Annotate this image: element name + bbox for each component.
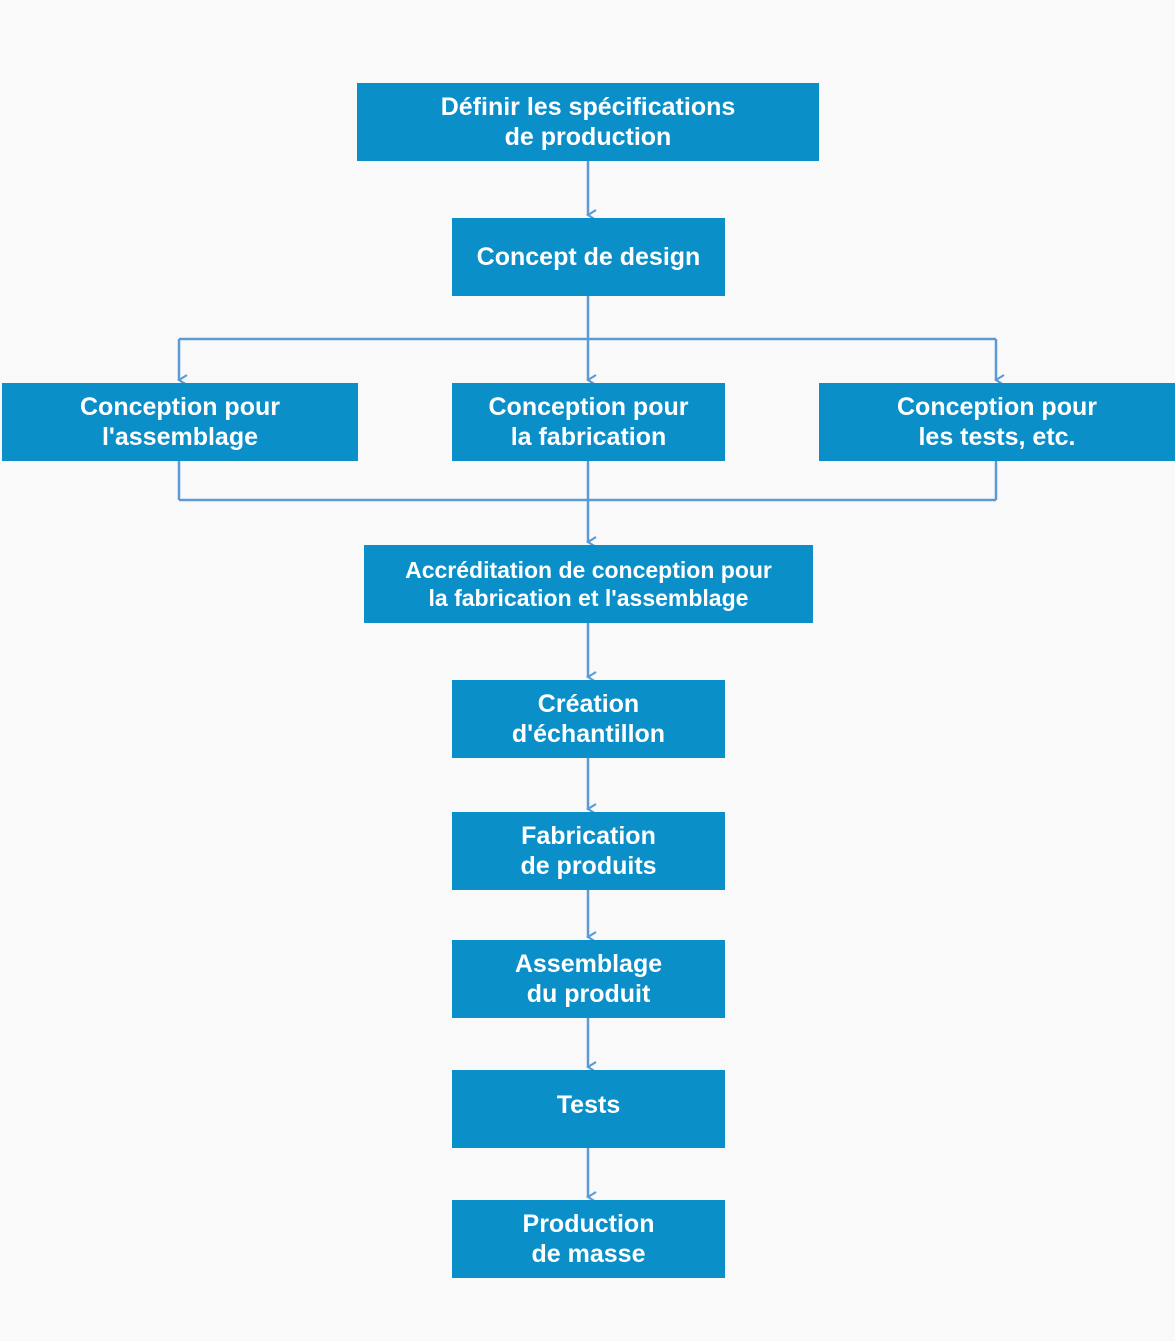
node-accreditation-line1: Accréditation de conception pour	[405, 557, 772, 583]
node-define-specs-line1: Définir les spécifications	[440, 93, 736, 121]
node-product-assembly-line2: du produit	[526, 980, 651, 1008]
node-product-assembly: Assemblage du produit	[452, 940, 725, 1018]
node-design-assembly-line1: Conception pour	[80, 393, 280, 421]
node-product-assembly-line1: Assemblage	[514, 950, 663, 978]
node-tests-label: Tests	[556, 1091, 621, 1119]
node-sample-creation: Création d'échantillon	[452, 680, 725, 758]
node-accreditation-line2: la fabrication et l'assemblage	[428, 585, 749, 611]
node-design-manufacturing: Conception pour la fabrication	[452, 383, 725, 461]
node-product-manufacturing: Fabrication de produits	[452, 812, 725, 890]
node-mass-production-line2: de masse	[531, 1240, 646, 1268]
node-design-tests-line2: les tests, etc.	[918, 423, 1076, 451]
node-mass-production-line1: Production	[522, 1210, 655, 1238]
node-design-manufacturing-line1: Conception pour	[488, 393, 689, 421]
node-accreditation: Accréditation de conception pour la fabr…	[364, 545, 813, 623]
node-design-tests-line1: Conception pour	[897, 393, 1097, 421]
node-sample-creation-line1: Création	[537, 690, 640, 718]
node-define-specs-line2: de production	[504, 123, 672, 151]
node-product-manufacturing-line2: de produits	[520, 852, 657, 880]
node-sample-creation-line2: d'échantillon	[511, 720, 666, 748]
node-design-concept-label: Concept de design	[476, 243, 701, 271]
node-design-tests: Conception pour les tests, etc.	[819, 383, 1175, 461]
node-design-manufacturing-line2: la fabrication	[510, 423, 667, 451]
node-design-assembly-line2: l'assemblage	[101, 423, 258, 451]
node-tests: Tests	[452, 1070, 725, 1148]
node-mass-production: Production de masse	[452, 1200, 725, 1278]
node-product-manufacturing-line1: Fabrication	[521, 822, 656, 850]
node-design-assembly: Conception pour l'assemblage	[2, 383, 358, 461]
node-design-concept: Concept de design	[452, 218, 725, 296]
node-define-specs: Définir les spécifications de production	[357, 83, 819, 161]
